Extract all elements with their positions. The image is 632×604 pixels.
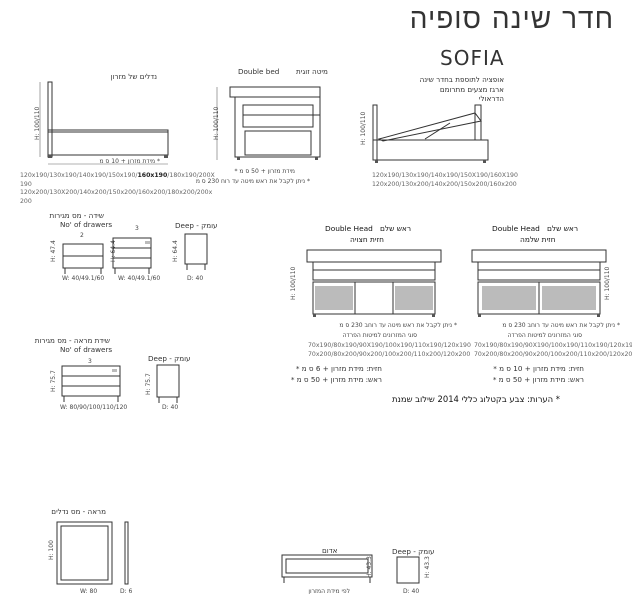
head-full-sizes-line1: 70x190/80x190/90X190/100x190/110x190/120… [474,342,632,349]
bed1-caption: נדלים של מזרון [110,72,157,81]
bed1-height: H: 100/110 [34,106,41,140]
bed2-caption-en: Double bed [238,67,280,76]
bed1-sizes-highlight: 160x190 [137,172,168,179]
head-half-sizes: 70x190/80x190/90X190/100x190/110x190/120… [308,342,471,359]
bed3-caption-line2: ארגז מצעים מתרומם [439,84,504,94]
night-width-a: W: 40/49.1/60 [62,275,105,282]
head-full-sizes: 70x190/80x190/90X190/100x190/110x190/120… [474,342,632,359]
head-half-front: חזית: מידת מזרון + 6 ס מ * [295,364,382,373]
bed3-sizes-line2: 120x200/130x200/140x200/150x200/160x200 [372,180,517,188]
head-half-height: H: 100/110 [290,266,297,300]
head-half-he2: חזית חצויה [350,235,384,244]
bed3-drawing [372,104,489,163]
head-full-head: ראש: מידת מזרון + 50 ס מ * [492,375,584,384]
mirror-width: W: 80 [80,588,98,595]
night-caption-he: שידה - מס מגירות [49,211,104,220]
head-full-he2: חזית שלמה [520,235,556,244]
night-deep-drawing [184,233,208,270]
head-full-front: חזית: מידת מזרון + 10 ס מ * [493,364,584,373]
bench-drawing [281,554,373,583]
color-note: * הערות: צבע בקטלוג כללי 2014 שילוב שמנת [392,394,560,404]
night-drawing [62,237,152,274]
night-height-b: H: 64.4 [110,240,117,262]
night-deep-label: Deep - עומק [175,221,218,230]
bed2-height: H: 100/110 [213,106,220,140]
head-full-note2: סוגי המזרונים למיטות הפרדה [507,332,582,339]
bed3-caption-line3: הדראולי [478,94,504,104]
bed3-sizes: 120x190/130x190/140x190/150X190/160X190 … [372,172,518,189]
night-count-a: 2 [80,232,84,239]
night-deep-value: D: 40 [187,275,204,282]
bed1-width: * מידת מזרון + 10 ס מ [99,158,160,165]
stool-deep-label: Deep - עומק [392,547,435,556]
bed3-sizes-line1: 120x190/130x190/140x190/150X190/160X190 [372,172,518,179]
head-half-sizes-line2: 70x200/80x200/90x200/100x200/110x200/120… [308,350,471,358]
head-half-drawing [306,249,442,317]
mirror-drawing [56,521,129,585]
bed2-drawing [216,86,321,160]
dresser-deep-label: Deep - עומק [148,354,191,363]
dresser-caption-en: No' of drawers [60,345,113,354]
night-deep-height: H: 64.4 [172,240,179,262]
dresser-deep-drawing [156,364,180,403]
head-half-note1: * ניתן לקבל את ראש מיטה עד רוחב 230 ס מ [339,322,457,329]
mirror-depth: D: 6 [120,588,133,595]
stool-height: H: 43.3 [424,556,431,578]
bench-width: לפי מידת המזרון [308,588,350,595]
head-full-note1: * ניתן לקבל את ראש מיטה עד רוחב 230 ס מ [502,322,620,329]
bed3-caption-line1: אופציה לתוספת בחדר שינה [419,75,504,84]
head-full-drawing [471,249,607,317]
bed1-sizes-line3: 120x200/130X200/140x200/150x200/160x200/… [20,189,213,197]
dresser-deep-height: H: 75.7 [145,373,152,395]
bed1-sizes: 120x190/130x190/140x190/150x190/160x190/… [20,172,215,207]
bench-height: H: 43.3 [366,556,373,578]
head-full-he1: ראש שלם [547,224,579,233]
bed3-height: H: 100/110 [360,111,367,145]
bed2-caption-he: מיטה זוגית [296,67,328,76]
brand-name: SOFIA [440,46,505,70]
head-half-note2: סוגי המזרונים למיטות הפרדה [342,332,417,339]
mirror-caption: מראה - מס נדלים [51,507,106,516]
bed1-sizes-line2: 190 [20,180,32,188]
stool-depth: D: 40 [403,588,420,595]
bed1-sizes-line1: 120x190/130x190/140x190/150x190/160x190/… [20,172,215,179]
head-half-sizes-line1: 70x190/80x190/90X190/100x190/110x190/120… [308,342,471,349]
bed3-caption: אופציה לתוספת בחדר שינה ארגז מצעים מתרומ… [420,75,504,104]
dresser-deep-value: D: 40 [162,404,179,411]
bed2-width: מידת מזרון + 50 ס מ * [234,168,295,175]
bed1-drawing [39,81,169,165]
night-count-b: 3 [135,225,139,232]
night-width-b: W: 40/49.1/60 [118,275,161,282]
head-full-height: H: 100/110 [604,266,611,300]
head-full-sizes-line2: 70x200/80x200/90x200/100x200/110x200/120… [474,350,632,358]
night-height-a: H: 47.4 [50,240,57,262]
dresser-drawing [61,365,121,402]
head-half-en: Double Head [325,224,373,233]
night-caption-en: No' of drawers [60,220,113,229]
dresser-caption-he: שידת מראה - מס מגירות [34,336,110,345]
page-title: חדר שינה סופיה [409,2,614,35]
dresser-count: 3 [88,358,92,365]
bed1-sizes-line4: 200 [20,198,32,206]
dresser-width: W: 80/90/100/110/120 [60,404,128,411]
dresser-height: H: 75.7 [50,370,57,392]
stool-drawing [396,556,420,584]
head-half-he1: ראש שלם [380,224,412,233]
head-half-head: ראש: מידת מזרון + 50 ס מ * [290,375,382,384]
mirror-height: H: 100 [48,540,55,560]
bed2-note: * ניתן לקבל את ראש מיטה עד רוח 230 ס מ [195,178,310,185]
head-full-en: Double Head [492,224,540,233]
bench-caption: אדום [322,546,338,555]
